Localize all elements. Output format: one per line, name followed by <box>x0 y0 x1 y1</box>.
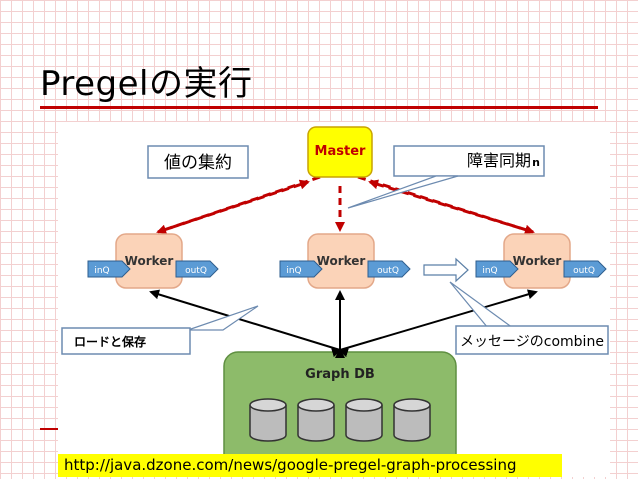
master-node: Master <box>307 126 373 178</box>
worker-1: Worker inQ outQ <box>87 233 219 289</box>
worker-label: Worker <box>317 254 366 268</box>
inq-queue <box>87 260 131 278</box>
inq-label: inQ <box>94 266 109 276</box>
db-label: Graph DB <box>305 367 375 382</box>
db-cylinders <box>249 398 431 442</box>
callout-load-store-pointer <box>187 305 259 331</box>
callout-combine: メッセージのcombine <box>449 281 609 355</box>
callout-barrier: 障害同期 n <box>347 145 545 209</box>
worker-3: Worker inQ outQ <box>475 233 607 289</box>
worker-label: Worker <box>513 254 562 268</box>
master-label: Master <box>315 144 366 159</box>
master-worker-links <box>156 175 535 235</box>
worker-label: Worker <box>125 254 174 268</box>
callout-aggregation-text: 値の集約 <box>164 153 232 173</box>
outq-queue <box>175 260 219 278</box>
callout-barrier-suffix: n <box>532 156 540 169</box>
source-url[interactable]: http://java.dzone.com/news/google-pregel… <box>58 454 562 477</box>
db-worker-links <box>149 289 538 358</box>
callout-barrier-text: 障害同期 <box>467 151 531 170</box>
inq-queue <box>279 260 323 278</box>
outq-label: outQ <box>185 266 207 276</box>
inq-label: inQ <box>286 266 301 276</box>
callout-combine-pointer <box>449 281 515 329</box>
callout-barrier-pointer <box>347 175 459 209</box>
link-worker1-master <box>157 179 310 234</box>
db-cylinder <box>297 398 335 442</box>
message-transfer-arrow <box>423 257 469 283</box>
left-accent-line <box>40 428 62 430</box>
callout-load-store: ロードと保存 <box>61 305 259 355</box>
inq-queue <box>475 260 519 278</box>
outq-label: outQ <box>377 266 399 276</box>
graph-db: Graph DB <box>223 351 457 475</box>
outq-queue <box>563 260 607 278</box>
db-cylinder <box>393 398 431 442</box>
callout-aggregation: 値の集約 <box>147 145 249 179</box>
link-db-worker3 <box>330 289 538 358</box>
db-cylinder <box>249 398 287 442</box>
title-rule <box>40 106 598 109</box>
link-worker3-master <box>368 179 534 234</box>
callout-load-store-text: ロードと保存 <box>74 334 146 349</box>
outq-queue <box>367 260 411 278</box>
callout-combine-text: メッセージのcombine <box>460 334 604 350</box>
db-cylinder <box>345 398 383 442</box>
slide-title: Pregelの実行 <box>40 64 253 104</box>
outq-label: outQ <box>573 266 595 276</box>
pregel-diagram: Master Worker inQ outQ Worker inQ outQ W… <box>58 122 610 477</box>
link-db-worker1 <box>149 289 350 358</box>
worker-2: Worker inQ outQ <box>279 233 411 289</box>
inq-label: inQ <box>482 266 497 276</box>
